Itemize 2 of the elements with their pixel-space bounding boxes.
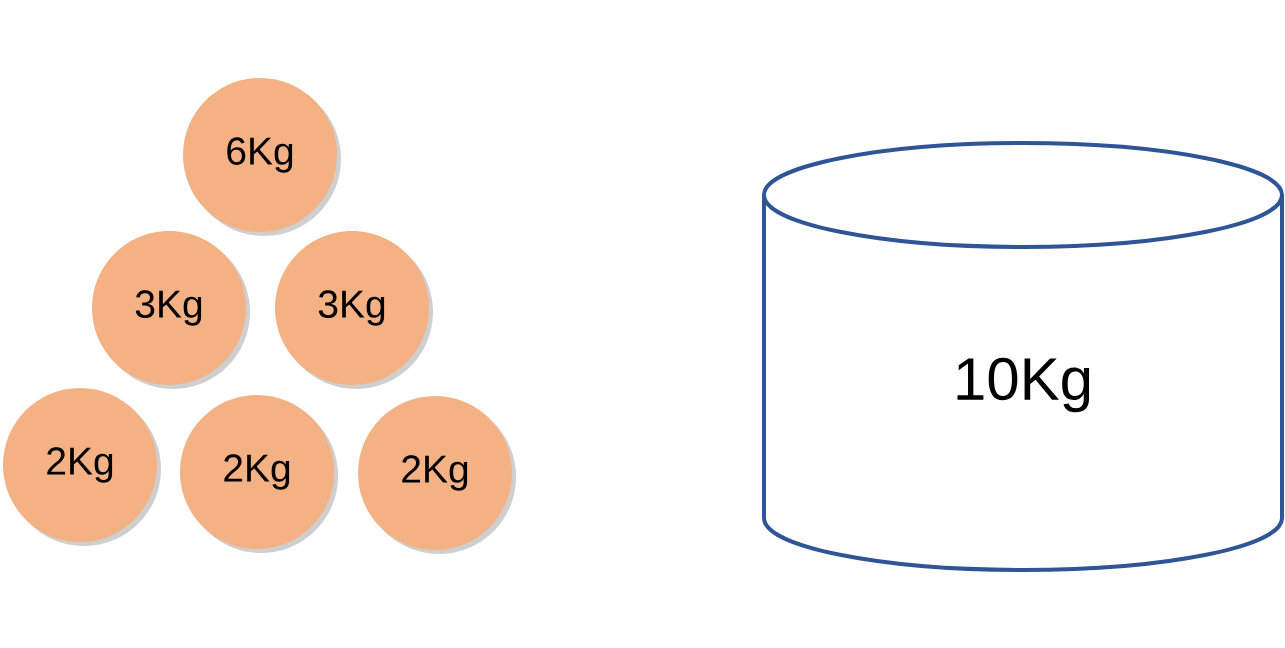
cylinder: 10Kg [762,141,1284,572]
node-label: 10Kg [957,357,1090,413]
